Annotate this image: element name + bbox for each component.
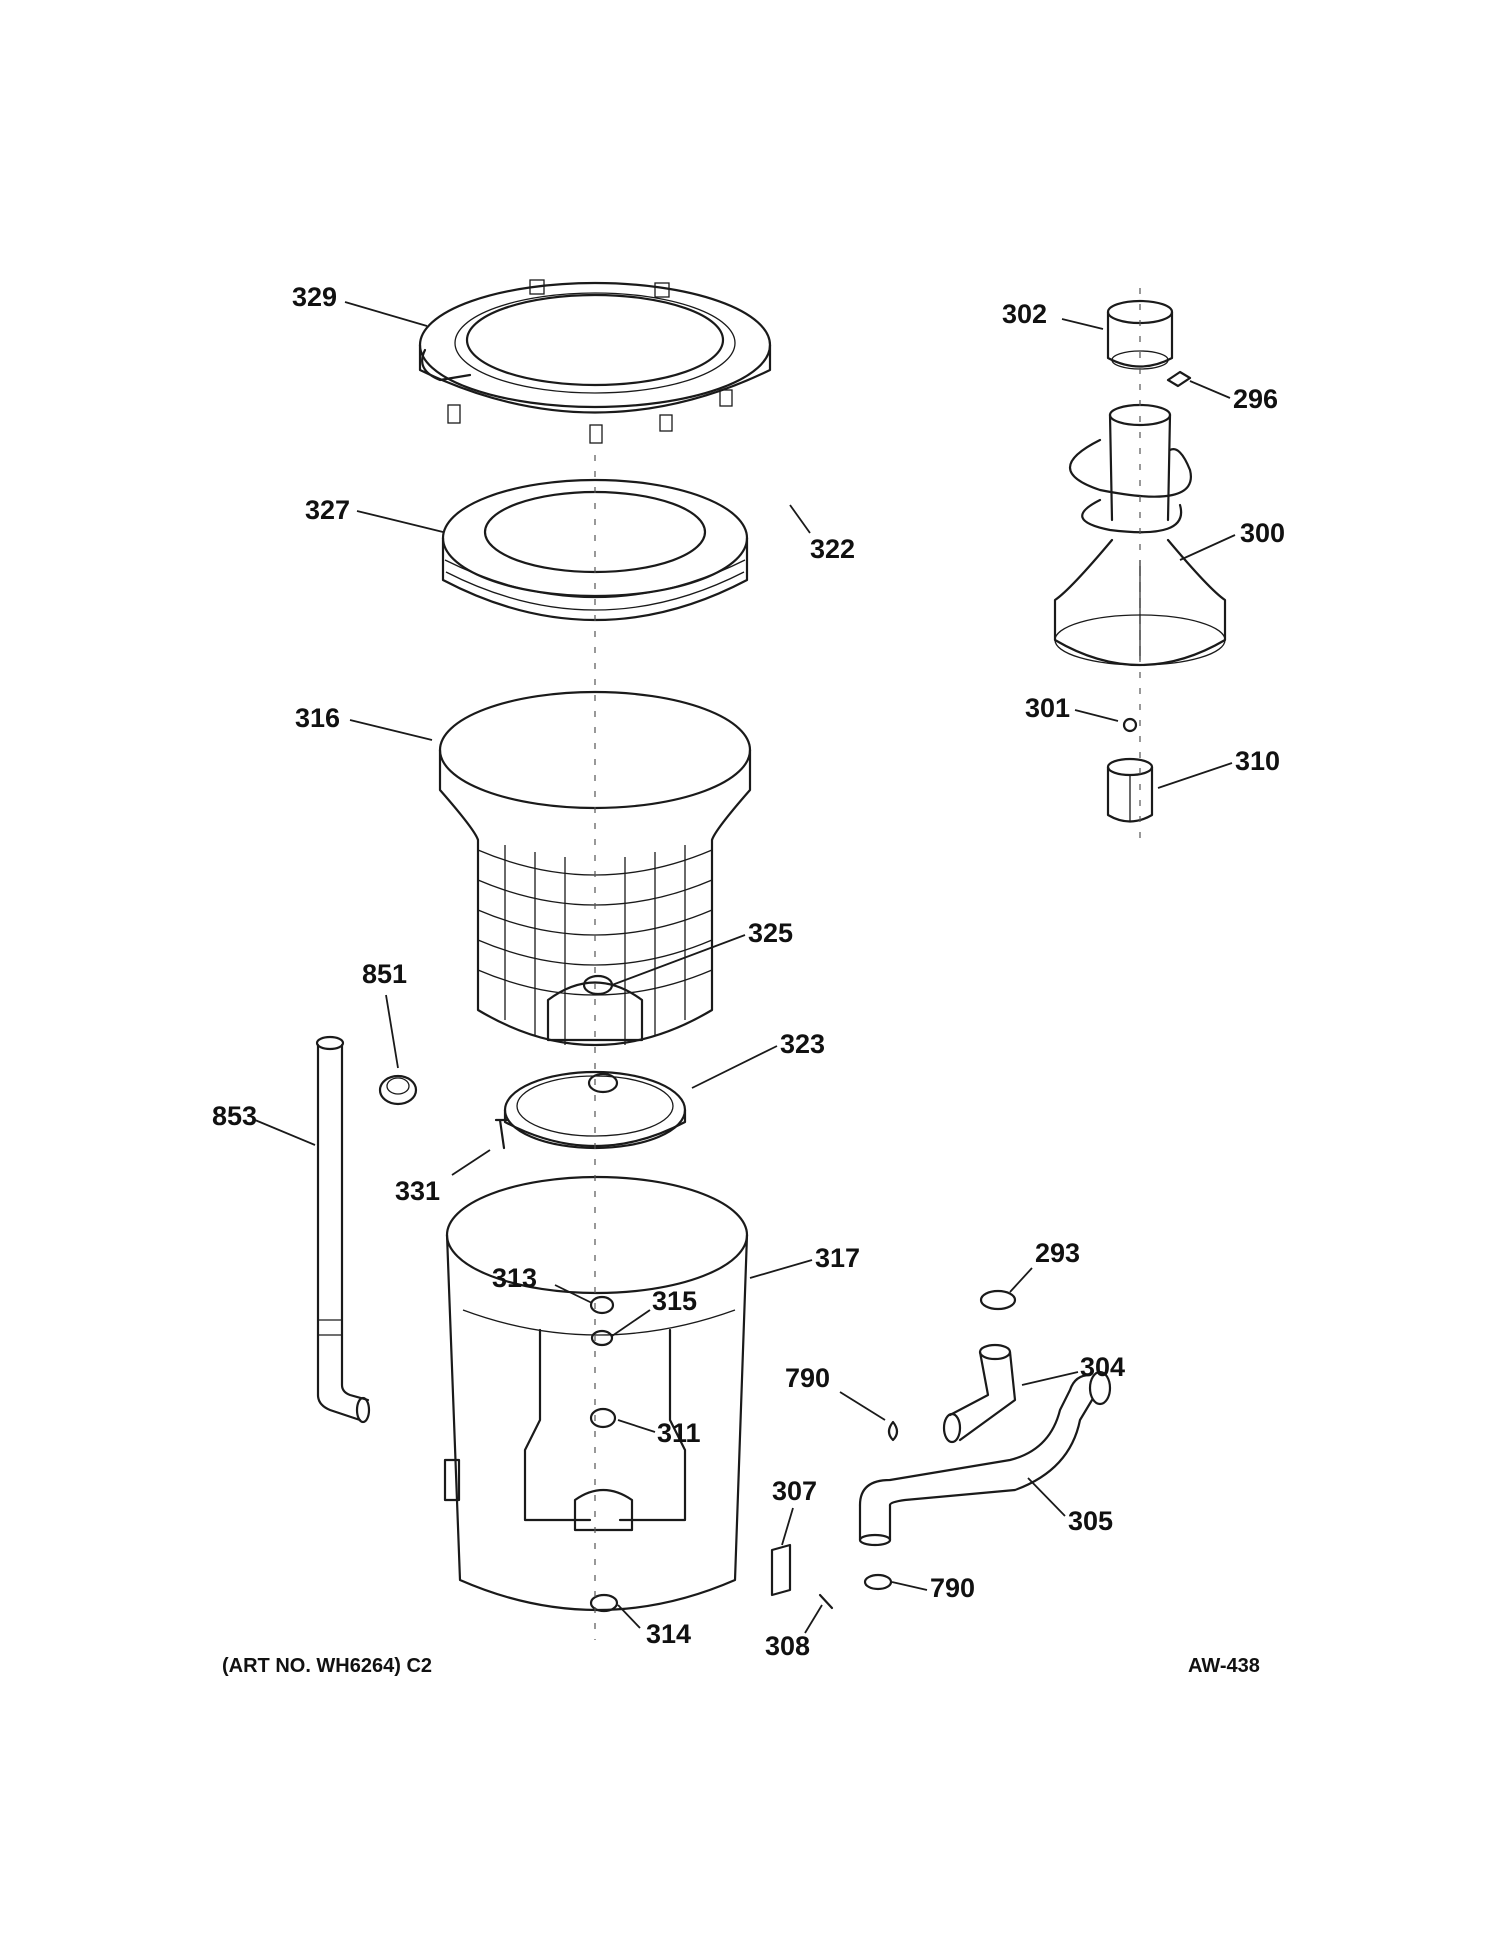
callout-296: 296 [1233,384,1278,414]
part-790-clamp-upper [887,1420,899,1442]
part-790-clamp-lower [863,1573,893,1591]
callout-302: 302 [1002,299,1047,329]
part-301-bolt [1122,717,1138,733]
callout-307: 307 [772,1476,817,1506]
callout-300: 300 [1240,518,1285,548]
part-853-pump-pipe [315,1035,371,1424]
callout-304: 304 [1080,1352,1125,1382]
part-296-clip [1166,370,1192,388]
callout-331: 331 [395,1176,440,1206]
callout-790-lower: 790 [930,1573,975,1603]
part-310-coupling [1106,757,1154,823]
part-329-tub-cover [418,279,772,444]
callout-316: 316 [295,703,340,733]
drawing-code: AW-438 [1188,1655,1260,1677]
callout-315: 315 [652,1286,697,1316]
callout-325: 325 [748,918,793,948]
callout-790-upper: 790 [785,1363,830,1393]
part-314-seal [589,1593,619,1613]
part-851-cap [378,1074,418,1106]
part-305-hose [858,1370,1112,1547]
callout-323: 323 [780,1029,825,1059]
callout-301: 301 [1025,693,1070,723]
leader-lines [254,301,1236,1634]
part-331-screw [494,1118,510,1150]
callout-313: 313 [492,1263,537,1293]
callout-labels: 329 302 296 327 322 300 316 301 310 325 … [212,282,1285,1661]
part-302-agitator-cap [1106,299,1174,370]
callout-851: 851 [362,959,407,989]
part-304-drain-hose [942,1343,1017,1444]
callout-311: 311 [657,1418,701,1448]
callout-322: 322 [810,534,855,564]
part-316-basket [438,690,752,1046]
callout-853: 853 [212,1101,257,1131]
assembly-axes [594,288,1141,1640]
callout-314: 314 [646,1619,691,1649]
callout-293: 293 [1035,1238,1080,1268]
callout-329: 329 [292,282,337,312]
callout-305: 305 [1068,1506,1113,1536]
part-317-outer-tub [443,1175,749,1612]
callout-327: 327 [305,495,350,525]
callout-310: 310 [1235,746,1280,776]
callout-317: 317 [815,1243,860,1273]
art-number: (ART NO. WH6264) C2 [222,1655,432,1677]
part-308-screw [818,1593,834,1610]
callout-308: 308 [765,1631,810,1661]
part-307-bracket [770,1543,792,1597]
part-293-hose-clamp [979,1289,1017,1311]
